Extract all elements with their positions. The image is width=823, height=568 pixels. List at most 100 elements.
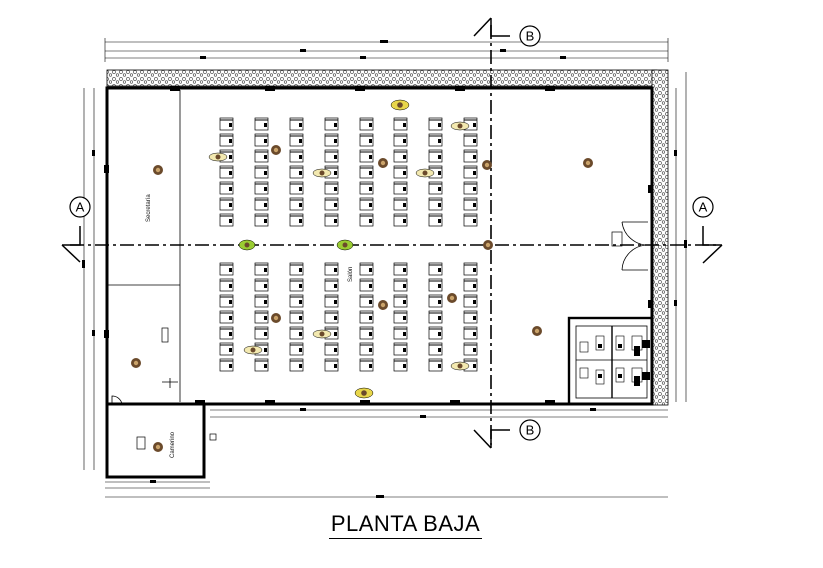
chair [219, 165, 234, 179]
person-figure [450, 361, 470, 371]
chair [463, 197, 478, 211]
chair [219, 294, 234, 308]
chair [393, 165, 408, 179]
chair [254, 278, 269, 292]
chair [428, 149, 443, 163]
chair [393, 197, 408, 211]
chair [428, 326, 443, 340]
axis-marker-b-top: B [473, 17, 541, 47]
chair [254, 117, 269, 131]
chair [324, 294, 339, 308]
chair [359, 197, 374, 211]
chair [359, 326, 374, 340]
chair [393, 149, 408, 163]
person-figure [312, 329, 332, 339]
chair [324, 278, 339, 292]
chair [359, 342, 374, 356]
chair [359, 213, 374, 227]
chair [428, 133, 443, 147]
chair [359, 262, 374, 276]
people [131, 99, 593, 452]
chair [393, 310, 408, 324]
chair [254, 149, 269, 163]
chair [428, 358, 443, 372]
person-figure [208, 152, 228, 162]
chair [463, 294, 478, 308]
chair [428, 213, 443, 227]
chair [219, 358, 234, 372]
person-figure [354, 387, 374, 399]
chair [324, 197, 339, 211]
room-label-camerino: Camerino [170, 431, 176, 458]
furniture [136, 231, 623, 450]
chair [289, 294, 304, 308]
columns [104, 86, 653, 405]
chair [289, 165, 304, 179]
chair [219, 197, 234, 211]
chair [463, 342, 478, 356]
axis-label-a-left: A [76, 200, 85, 215]
chair [324, 181, 339, 195]
chair [463, 326, 478, 340]
chair [289, 262, 304, 276]
chair [289, 213, 304, 227]
chair [219, 213, 234, 227]
chair [359, 133, 374, 147]
person-figure [243, 345, 263, 355]
person-figure [312, 168, 332, 178]
person-figure [238, 239, 256, 251]
person-figure [483, 240, 493, 250]
chair [393, 117, 408, 131]
person-figure [131, 358, 141, 368]
chair [393, 342, 408, 356]
person-figure [583, 158, 593, 168]
chair [463, 133, 478, 147]
chair [219, 342, 234, 356]
chair [428, 310, 443, 324]
chair [254, 310, 269, 324]
person-figure [336, 239, 354, 251]
chair [254, 294, 269, 308]
chair [289, 149, 304, 163]
axis-label-b-bottom: B [526, 423, 535, 438]
restroom-fixtures [598, 340, 650, 386]
plan-title: PLANTA BAJA [328, 511, 483, 539]
chair [359, 149, 374, 163]
person-figure [415, 168, 435, 178]
chair [359, 117, 374, 131]
chair [393, 294, 408, 308]
chair [254, 197, 269, 211]
chair [428, 181, 443, 195]
axis-label-a-right: A [699, 200, 708, 215]
chair [254, 133, 269, 147]
axis-marker-a-right: A [692, 196, 723, 264]
person-figure [153, 165, 163, 175]
chair [359, 165, 374, 179]
chair [428, 117, 443, 131]
chair [393, 358, 408, 372]
person-figure [390, 99, 410, 111]
restroom-block [567, 316, 654, 406]
chair [393, 181, 408, 195]
person-figure [447, 293, 457, 303]
chair [289, 278, 304, 292]
chair [324, 262, 339, 276]
chair [219, 326, 234, 340]
chair [463, 262, 478, 276]
chair [324, 149, 339, 163]
stone-wall-right [651, 69, 669, 406]
chair [324, 213, 339, 227]
chair [289, 133, 304, 147]
chair [463, 165, 478, 179]
chair [428, 197, 443, 211]
chair [463, 213, 478, 227]
room-label-salon: Salón [348, 267, 354, 282]
axis-marker-b-bottom: B [473, 419, 541, 449]
chair [359, 358, 374, 372]
chair [254, 358, 269, 372]
chair [359, 181, 374, 195]
chair [254, 262, 269, 276]
chair [463, 310, 478, 324]
chair [289, 358, 304, 372]
chair [324, 342, 339, 356]
